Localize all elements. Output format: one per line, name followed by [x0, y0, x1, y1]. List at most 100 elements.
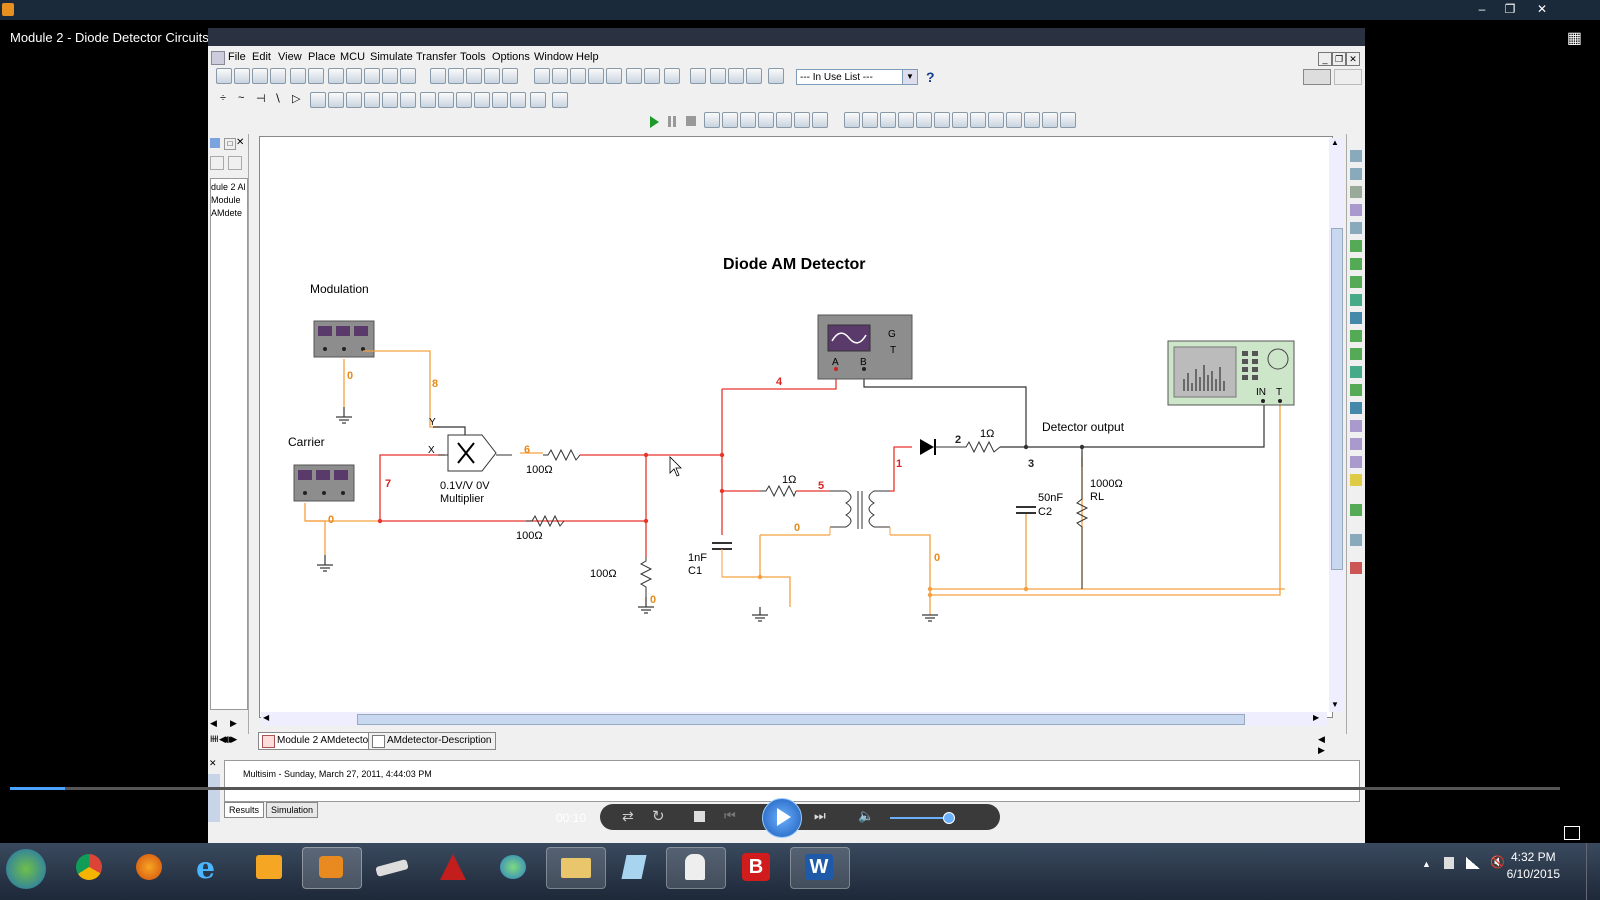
- component-icon[interactable]: [606, 68, 622, 84]
- chrome-icon[interactable]: [62, 849, 116, 887]
- paste-icon[interactable]: [364, 68, 380, 84]
- grapher-icon[interactable]: [626, 68, 642, 84]
- indicator-icon[interactable]: [382, 92, 398, 108]
- transfer-icon[interactable]: [746, 68, 762, 84]
- instrument-logic-converter-icon[interactable]: [1006, 112, 1022, 128]
- diode[interactable]: [920, 439, 960, 455]
- grid-view-icon[interactable]: ▦: [1566, 30, 1582, 47]
- instrument-oscilloscope-icon[interactable]: [898, 112, 914, 128]
- scroll-up-icon[interactable]: ▲: [1331, 138, 1339, 147]
- advanced-peripherals-icon[interactable]: [438, 92, 454, 108]
- database-icon[interactable]: [588, 68, 604, 84]
- diode-icon[interactable]: ⊣: [256, 93, 266, 105]
- instrument-icon[interactable]: [1350, 438, 1362, 450]
- instrument-bode-icon[interactable]: [934, 112, 950, 128]
- back-annotate-icon[interactable]: [710, 68, 726, 84]
- instrument-icon[interactable]: [1350, 276, 1362, 288]
- resistor-r4[interactable]: [760, 484, 797, 498]
- multisim-icon[interactable]: [666, 847, 726, 889]
- design-toolbox-icon[interactable]: [552, 68, 568, 84]
- instrument-icon[interactable]: [1350, 348, 1362, 360]
- oscilloscope[interactable]: [817, 314, 913, 380]
- instrument-icon[interactable]: [1350, 222, 1362, 234]
- instrument-icon[interactable]: [1350, 504, 1362, 516]
- transistor-icon[interactable]: ∖: [274, 93, 282, 105]
- tabs-scroll-icon[interactable]: ◀ ▶: [1318, 734, 1325, 755]
- menu-mcu[interactable]: MCU: [340, 51, 366, 63]
- switch-to-library-icon[interactable]: [1564, 826, 1580, 840]
- volume-muted-icon[interactable]: 🔇: [1490, 855, 1505, 869]
- pause-icon[interactable]: [668, 116, 676, 127]
- carrier-generator[interactable]: [293, 464, 355, 502]
- canvas-horizontal-scrollbar[interactable]: ◀ ▶: [261, 712, 1327, 726]
- search-icon[interactable]: [534, 68, 550, 84]
- repeat-icon[interactable]: ↻: [652, 808, 665, 825]
- capacitor-c2[interactable]: [1016, 506, 1036, 514]
- shuffle-icon[interactable]: ⇄: [622, 808, 634, 824]
- mixed-icon[interactable]: [364, 92, 380, 108]
- tree-scroll-right-icon[interactable]: ▶: [230, 718, 237, 728]
- instrument-icon[interactable]: [1350, 474, 1362, 486]
- instrument-icon[interactable]: [1350, 294, 1362, 306]
- spreadsheet-icon[interactable]: [570, 68, 586, 84]
- tree-nav-icon[interactable]: H ◀ ▶: [210, 734, 236, 744]
- instrument-icon[interactable]: [1350, 330, 1362, 342]
- instrument-counter-icon[interactable]: [952, 112, 968, 128]
- mdi-minimize-icon[interactable]: _: [1318, 52, 1332, 66]
- basic-icon[interactable]: ~: [238, 92, 245, 104]
- toolbox-icon[interactable]: [210, 138, 220, 148]
- bitdefender-icon[interactable]: B: [730, 849, 784, 887]
- horizontal-scroll-thumb[interactable]: [357, 714, 1245, 725]
- toolbox-tool-1[interactable]: [210, 156, 224, 170]
- open-icon[interactable]: [234, 68, 250, 84]
- menu-file[interactable]: File: [228, 51, 246, 63]
- multiplier[interactable]: [438, 434, 512, 472]
- modulation-generator[interactable]: [313, 320, 375, 358]
- transformer[interactable]: [830, 490, 890, 529]
- vertical-scroll-thumb[interactable]: [1331, 228, 1343, 570]
- instrument-icon[interactable]: [1350, 312, 1362, 324]
- instrument-icon[interactable]: [1350, 402, 1362, 414]
- menu-view[interactable]: View: [278, 51, 302, 63]
- menu-window[interactable]: Window: [534, 51, 574, 63]
- tab-module-2-amdetector[interactable]: Module 2 AMdetector: [258, 732, 377, 750]
- analog-icon[interactable]: ▷: [292, 93, 301, 105]
- device-tray-icon[interactable]: [1444, 857, 1454, 869]
- resistor-r1[interactable]: [543, 448, 581, 462]
- stop-icon[interactable]: [694, 811, 705, 822]
- instrument-icon[interactable]: [1350, 420, 1362, 432]
- start-orb-icon[interactable]: [6, 849, 46, 889]
- copy-icon[interactable]: [346, 68, 362, 84]
- capacitor-c1[interactable]: [712, 542, 732, 550]
- bus-icon[interactable]: [530, 92, 546, 108]
- rf-icon[interactable]: [456, 92, 472, 108]
- resistor-r2[interactable]: [526, 514, 565, 528]
- instrument-icon[interactable]: [1350, 366, 1362, 378]
- analysis-icon[interactable]: [664, 68, 680, 84]
- scroll-right-icon[interactable]: ▶: [1313, 713, 1320, 722]
- dropdown-tool-icon[interactable]: [768, 68, 784, 84]
- filezilla-icon[interactable]: [426, 849, 480, 887]
- save-icon[interactable]: [270, 68, 286, 84]
- chevron-down-icon[interactable]: ▼: [902, 70, 917, 84]
- toolbox-pin-icon[interactable]: □: [224, 138, 236, 150]
- taskbar-clock[interactable]: 4:32 PM 6/10/2015: [1507, 849, 1560, 883]
- tree-item[interactable]: Module: [211, 195, 241, 205]
- mdi-restore-icon[interactable]: ❐: [1332, 52, 1346, 66]
- print-icon[interactable]: [290, 68, 306, 84]
- new-icon[interactable]: [216, 68, 232, 84]
- misc-digital-icon[interactable]: [346, 92, 362, 108]
- scroll-left-icon[interactable]: ◀: [263, 713, 270, 722]
- cmos-icon[interactable]: [328, 92, 344, 108]
- tree-item[interactable]: AMdete: [211, 208, 243, 218]
- in-use-list-dropdown[interactable]: --- In Use List --- ▼: [796, 69, 918, 85]
- resistor-r5[interactable]: [960, 440, 1001, 454]
- step-into-icon[interactable]: [722, 112, 738, 128]
- step-out-icon[interactable]: [758, 112, 774, 128]
- spectrum-analyzer[interactable]: [1167, 340, 1295, 406]
- instrument-icon[interactable]: [1350, 186, 1362, 198]
- source-icon[interactable]: ÷: [220, 92, 227, 104]
- print-preview-icon[interactable]: [308, 68, 324, 84]
- mdi-close-icon[interactable]: ✕: [1346, 52, 1360, 66]
- outlook-icon[interactable]: [242, 849, 296, 887]
